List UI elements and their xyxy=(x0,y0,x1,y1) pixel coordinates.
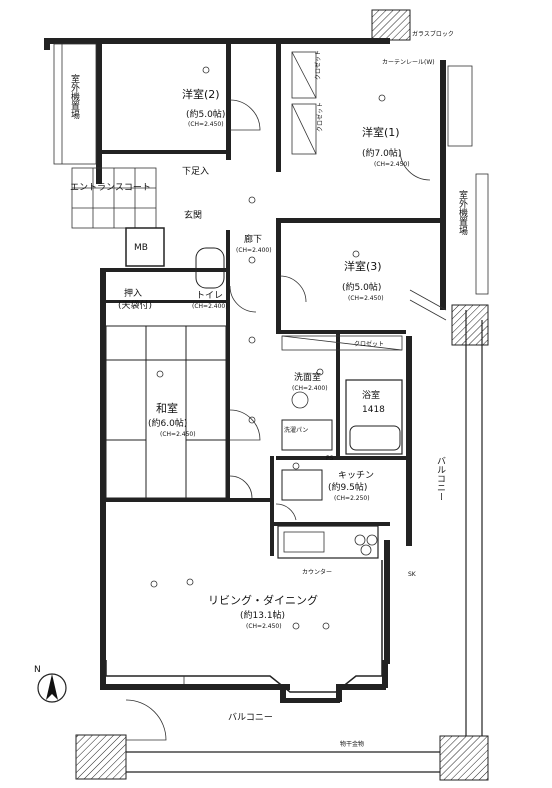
north-label: N xyxy=(34,665,41,675)
western1-area: (約7.0帖) xyxy=(362,147,401,159)
interior-walls xyxy=(100,44,444,556)
balcony-bottom-name: バルコニー xyxy=(228,712,273,723)
shoebox-name: 下足入 xyxy=(182,166,209,177)
living-name: リビング・ダイニング xyxy=(208,593,318,607)
closet-top-name: クロゼット xyxy=(314,50,322,80)
toilet-name: トイレ xyxy=(196,291,223,301)
western3-area: (約5.0帖) xyxy=(342,281,381,293)
bath-size: 1418 xyxy=(362,405,385,415)
balcony-right-name: バルコニー xyxy=(435,456,446,501)
western3-ch: (CH=2.450) xyxy=(348,295,384,302)
living-area: (約13.1帖) xyxy=(240,609,285,621)
bath-name: 浴室 xyxy=(362,389,380,401)
closet-mid-name: クロゼット xyxy=(316,102,324,132)
entrance-name: エントランスコート xyxy=(70,182,151,193)
genkan-name: 玄関 xyxy=(184,209,202,221)
closet-marks xyxy=(281,51,403,351)
corridor-ch: (CH=2.400) xyxy=(236,247,272,254)
western1-name: 洋室(1) xyxy=(362,125,400,139)
bath-fixtures xyxy=(195,247,403,501)
washitsu-name: 和室 xyxy=(156,401,178,415)
pillar-top-right xyxy=(371,9,411,41)
corridor-name: 廊下 xyxy=(244,233,262,245)
handrail-label: 物干金物 xyxy=(340,740,364,748)
tatami-mats xyxy=(105,325,227,499)
mb-box xyxy=(125,227,165,267)
western2-area: (約5.0帖) xyxy=(186,108,225,120)
balcony-area xyxy=(126,289,483,773)
mb-name: MB xyxy=(134,243,148,253)
western2-name: 洋室(2) xyxy=(182,87,220,101)
ceiling-lights xyxy=(150,66,386,630)
right-outdoor-area xyxy=(447,65,489,295)
outdoor-left-name: 室外機置場 xyxy=(69,73,80,120)
washitsu-ch: (CH=2.450) xyxy=(160,431,196,438)
counter-label: カウンター xyxy=(302,568,332,576)
ps-label: PS xyxy=(326,455,334,462)
pillar-bottom-right xyxy=(439,735,489,781)
pillar-bottom-left xyxy=(75,734,127,780)
closet-w3-name: クロゼット xyxy=(354,340,384,348)
washroom-ch: (CH=2.400) xyxy=(292,385,328,392)
glass-block-label: ガラスブロック xyxy=(412,30,454,38)
outdoor-right-name: 室外機置場 xyxy=(457,189,468,236)
western2-ch: (CH=2.450) xyxy=(188,121,224,128)
linen-name: 洗濯パン xyxy=(284,426,308,434)
kitchen-ch: (CH=2.250) xyxy=(334,495,370,502)
oshiire-sub: (天袋付) xyxy=(118,299,152,311)
door-swings xyxy=(125,99,431,741)
sk-label: SK xyxy=(408,571,417,578)
western1-ch: (CH=2.450) xyxy=(374,161,410,168)
western3-name: 洋室(3) xyxy=(344,259,382,273)
kitchen-name: キッチン xyxy=(338,470,374,481)
washitsu-area: (約6.0帖) xyxy=(148,417,187,429)
washroom-name: 洗面室 xyxy=(294,371,321,383)
entrance-court xyxy=(53,43,165,267)
curtain-rail-label: カーテンレール(W) xyxy=(382,59,435,66)
living-bay xyxy=(105,560,383,693)
kitchen-counter xyxy=(277,525,379,559)
oshiire-name: 押入 xyxy=(124,287,142,299)
toilet-ch: (CH=2.400) xyxy=(192,303,228,310)
outer-walls xyxy=(44,38,446,703)
living-ch: (CH=2.450) xyxy=(246,623,282,630)
kitchen-area: (約9.5帖) xyxy=(328,481,367,493)
compass: N xyxy=(34,665,67,703)
